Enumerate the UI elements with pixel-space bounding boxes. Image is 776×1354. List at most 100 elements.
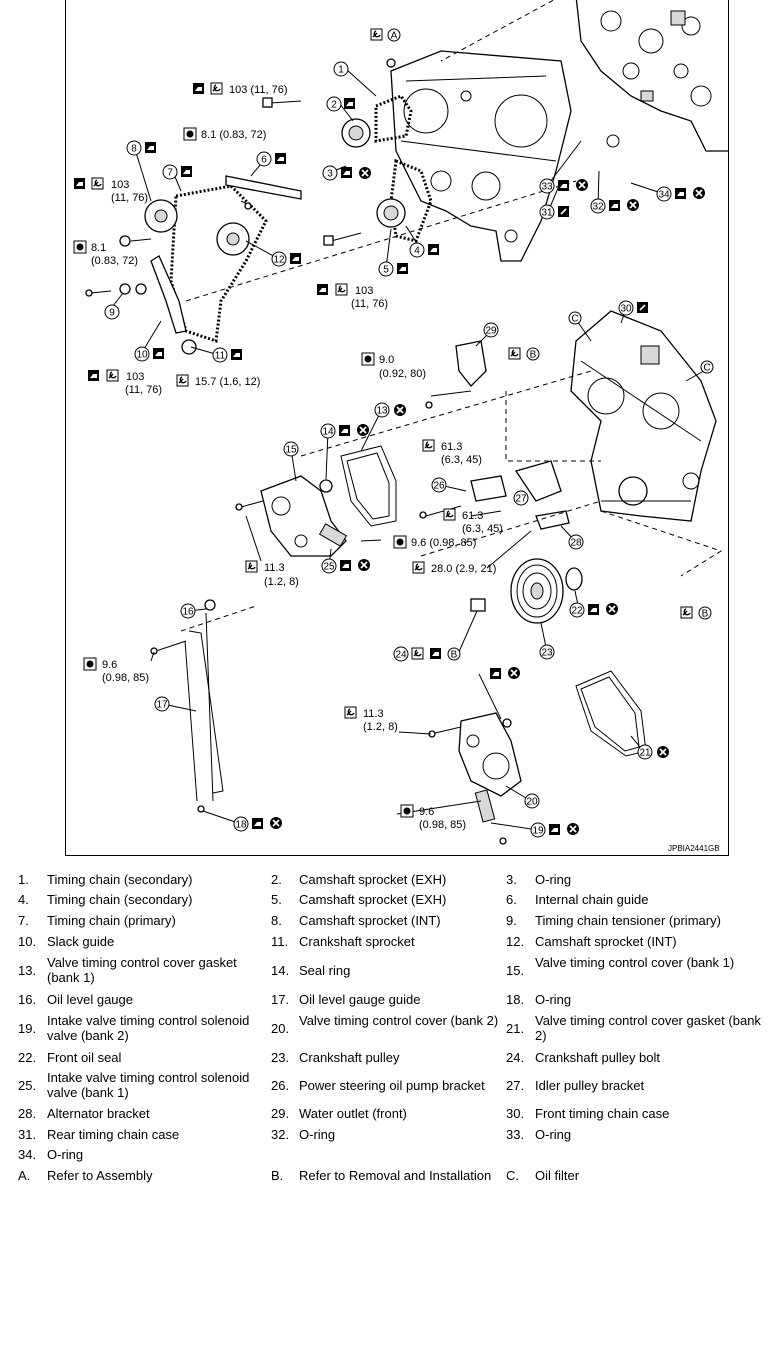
legend-item-number: 25. <box>18 1078 37 1093</box>
svg-text:8: 8 <box>131 144 137 155</box>
legend-row: 4.Timing chain (secondary)5.Camshaft spr… <box>0 892 776 907</box>
bolts-upper <box>85 58 396 297</box>
legend-item-label: Slack guide <box>47 934 115 949</box>
torque-label: (6.3, 45) <box>441 454 482 466</box>
svg-text:25: 25 <box>323 562 335 573</box>
diagram-drawing: 1 2 3 4 5 6 7 8 9 10 11 12 13 14 15 16 1… <box>73 0 728 853</box>
legend-row: 25.Intake valve timing control solenoid … <box>0 1070 776 1100</box>
legend-item-label: Timing chain (secondary) <box>47 872 193 887</box>
callout-13: 13 <box>374 402 390 418</box>
legend-item-number: 30. <box>506 1106 525 1121</box>
callout-29: 29 <box>483 322 499 338</box>
legend-item-number: 33. <box>506 1127 525 1142</box>
torque-icon <box>680 606 693 619</box>
torque-label: (6.3, 45) <box>462 523 503 535</box>
svg-text:30: 30 <box>620 304 632 315</box>
svg-text:14: 14 <box>322 427 334 438</box>
torque-label: 9.6 <box>419 806 434 818</box>
legend-item-label: Valve timing control cover gasket (bank … <box>47 955 237 985</box>
oil-icon <box>231 349 242 360</box>
oil-level-gauge <box>150 599 224 813</box>
svg-text:24: 24 <box>395 650 407 661</box>
legend-item-number: 1. <box>18 872 29 887</box>
callout-33: 33 <box>539 178 555 194</box>
legend-item-number: 18. <box>506 992 525 1007</box>
replace-icon <box>626 198 640 212</box>
callout-12: 12 <box>271 251 287 267</box>
torque-label: 8.1 (0.83, 72) <box>201 129 266 141</box>
legend-item-number: 34. <box>18 1147 37 1162</box>
torque-specs: 103 (11, 76) 8.1 (0.83, 72) 103 (11, 76)… <box>73 82 503 831</box>
svg-text:31: 31 <box>541 208 553 219</box>
torque-label: (1.2, 8) <box>264 576 299 588</box>
legend-item-label: Timing chain (secondary) <box>47 892 193 907</box>
vtc-cover-bank2 <box>428 670 647 845</box>
legend-item-number: C. <box>506 1168 519 1183</box>
torque-label: (1.2, 8) <box>363 721 398 733</box>
svg-text:29: 29 <box>485 326 497 337</box>
svg-text:10: 10 <box>136 350 148 361</box>
legend-item-label: Oil filter <box>535 1168 580 1183</box>
legend-item-number: 19. <box>18 1021 37 1036</box>
legend-item-number: A. <box>18 1168 31 1183</box>
callout-19: 19 <box>530 822 546 838</box>
legend-item-label: Alternator bracket <box>47 1106 150 1121</box>
legend-item-number: 3. <box>506 872 517 887</box>
replace-icon <box>507 666 521 680</box>
legend-item-number: 31. <box>18 1127 37 1142</box>
oil-icon <box>588 604 599 615</box>
legend-item-number: 8. <box>271 913 282 928</box>
legend-item-label: Valve timing control cover (bank 2) <box>299 1013 499 1028</box>
legend-item-label: Camshaft sprocket (INT) <box>299 913 441 928</box>
svg-text:4: 4 <box>414 246 420 257</box>
legend-item-number: 5. <box>271 892 282 907</box>
legend-row: 1.Timing chain (secondary)2.Camshaft spr… <box>0 872 776 887</box>
exploded-view-diagram: 1 2 3 4 5 6 7 8 9 10 11 12 13 14 15 16 1… <box>65 0 729 856</box>
legend-item-number: 27. <box>506 1078 525 1093</box>
legend-item-label: Crankshaft pulley <box>299 1050 400 1065</box>
svg-text:11: 11 <box>215 351 226 362</box>
legend-item-number: 16. <box>18 992 37 1007</box>
callout-8: 8 <box>126 140 142 156</box>
legend-item-number: 2. <box>271 872 282 887</box>
callout-4: 4 <box>409 242 425 258</box>
svg-text:27: 27 <box>515 494 527 505</box>
legend-item-label: Seal ring <box>299 963 351 978</box>
legend-item-number: 24. <box>506 1050 525 1065</box>
callout-32: 32 <box>590 198 606 214</box>
torque-label: 103 (11, 76) <box>229 84 288 96</box>
legend-item-number: B. <box>271 1168 284 1183</box>
legend-item-label: Valve timing control cover (bank 1) <box>535 955 735 970</box>
legend-item-number: 9. <box>506 913 517 928</box>
callout-6: 6 <box>256 151 272 167</box>
legend-item-label: Oil level gauge guide <box>299 992 421 1007</box>
callout-2: 2 <box>326 96 342 112</box>
legend-item-number: 14. <box>271 963 290 978</box>
callout-28: 28 <box>568 534 584 550</box>
oil-icon <box>275 153 286 164</box>
legend-item-number: 13. <box>18 963 37 978</box>
legend-item-label: Camshaft sprocket (INT) <box>535 934 677 949</box>
legend-item-label: Crankshaft pulley bolt <box>535 1050 661 1065</box>
legend-item-number: 4. <box>18 892 29 907</box>
engine-block <box>575 0 728 152</box>
svg-text:21: 21 <box>639 748 651 759</box>
torque-label: (0.92, 80) <box>379 368 426 380</box>
oil-icon <box>549 824 560 835</box>
oil-icon <box>490 668 501 679</box>
torque-label: (11, 76) <box>351 298 388 310</box>
callout-26: 26 <box>431 477 447 493</box>
legend-item-label: Valve timing control cover gasket (bank … <box>535 1013 761 1043</box>
oil-icon <box>290 253 301 264</box>
callout-21: 21 <box>637 744 653 760</box>
legend-item-number: 26. <box>271 1078 290 1093</box>
replace-icon <box>566 822 580 836</box>
legend-item-number: 29. <box>271 1106 290 1121</box>
callout-1: 1 <box>333 61 349 77</box>
legend-item-label: Refer to Removal and Installation <box>299 1168 492 1183</box>
legend-item-number: 32. <box>271 1127 290 1142</box>
timing-chain-upper <box>119 94 433 355</box>
